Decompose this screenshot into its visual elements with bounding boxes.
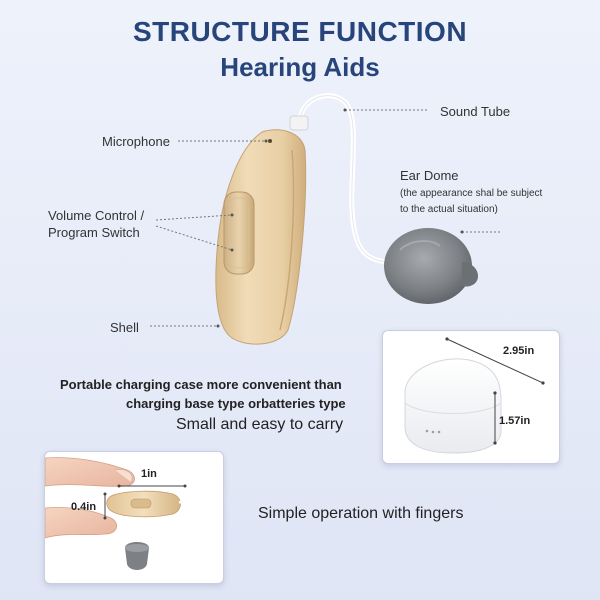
case-width-label: 2.95in	[503, 345, 535, 357]
finger-panel: 1in 0.4in	[44, 451, 224, 584]
feature-line-1: Portable charging case more convenient t…	[60, 377, 342, 392]
label-microphone: Microphone	[102, 134, 170, 149]
charging-case	[404, 358, 502, 454]
feature-line-3: Small and easy to carry	[176, 416, 344, 433]
ear-dome	[384, 228, 472, 304]
finger-illustration	[45, 457, 196, 570]
label-volume-control: Volume Control /	[48, 208, 145, 223]
page-title: STRUCTURE FUNCTION	[132, 16, 468, 47]
mini-height-label: 0.4in	[71, 501, 97, 513]
ear-dome-note-line2: to the actual situation)	[400, 204, 498, 215]
page-subtitle: Hearing Aids	[220, 52, 380, 82]
ear-dome-note-line1: (the appearance shal be subject	[400, 188, 543, 199]
volume-control-button	[223, 191, 255, 275]
label-sound-tube: Sound Tube	[440, 104, 511, 119]
case-height-label: 1.57in	[499, 415, 531, 427]
feature-line-2: charging base type orbatteries type	[126, 396, 346, 411]
label-ear-dome: Ear Dome	[400, 168, 459, 183]
mini-width-label: 1in	[141, 468, 157, 480]
fingers-caption: Simple operation with fingers	[258, 505, 464, 522]
label-program-switch: Program Switch	[48, 225, 140, 240]
label-shell: Shell	[110, 320, 139, 335]
charging-case-panel: 2.95in 1.57in	[382, 330, 560, 464]
sound-tube	[297, 93, 395, 265]
microphone-port	[268, 139, 272, 143]
charging-case-illustration	[404, 337, 545, 454]
